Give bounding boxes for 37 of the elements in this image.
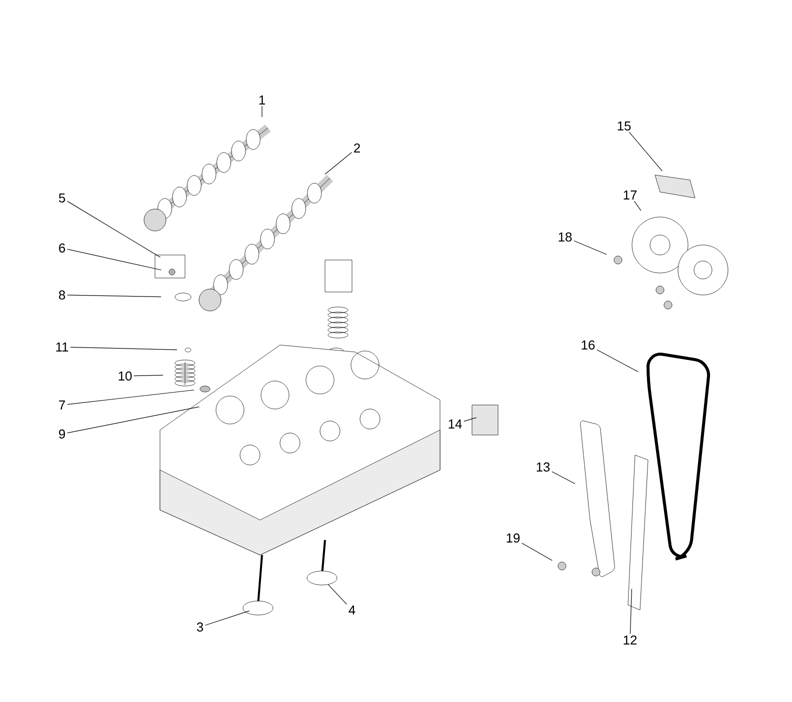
leader-line: [70, 346, 178, 350]
callout-number: 6: [59, 243, 66, 253]
leader-line: [328, 584, 347, 605]
callout-number: 10: [118, 371, 132, 381]
leader-line: [574, 240, 607, 255]
callout-number: 1: [259, 96, 265, 104]
leader-line: [67, 200, 161, 258]
callout-number: 2: [354, 143, 360, 153]
callout-number: 4: [348, 606, 356, 614]
leader-line: [628, 132, 662, 172]
leader-line: [67, 390, 194, 405]
callout-number: 13: [536, 462, 550, 472]
leader-line: [67, 294, 162, 298]
leader-line: [634, 200, 642, 211]
leader-line: [596, 349, 638, 372]
leader-line: [522, 542, 552, 561]
callout-number: 12: [624, 635, 637, 645]
leader-line: [205, 610, 250, 626]
callout-number: 17: [624, 190, 637, 200]
callout-number: 11: [56, 342, 68, 352]
leader-line: [630, 588, 632, 634]
callout-number: 7: [59, 400, 65, 410]
callout-number: 18: [558, 232, 572, 242]
leader-line: [324, 152, 352, 175]
callout-number: 9: [59, 429, 65, 439]
leader-line: [134, 374, 164, 376]
callout-number: 19: [506, 533, 520, 543]
leader-line: [552, 471, 576, 484]
leader-line: [67, 406, 200, 434]
leader-line: [67, 248, 162, 270]
callout-number: 5: [58, 193, 66, 202]
callout-number: 14: [448, 420, 462, 428]
callout-number: 16: [582, 340, 595, 350]
callout-number: 15: [618, 121, 631, 130]
leader-line: [464, 417, 477, 422]
callout-number: 3: [196, 622, 204, 632]
callout-number: 8: [58, 290, 66, 300]
